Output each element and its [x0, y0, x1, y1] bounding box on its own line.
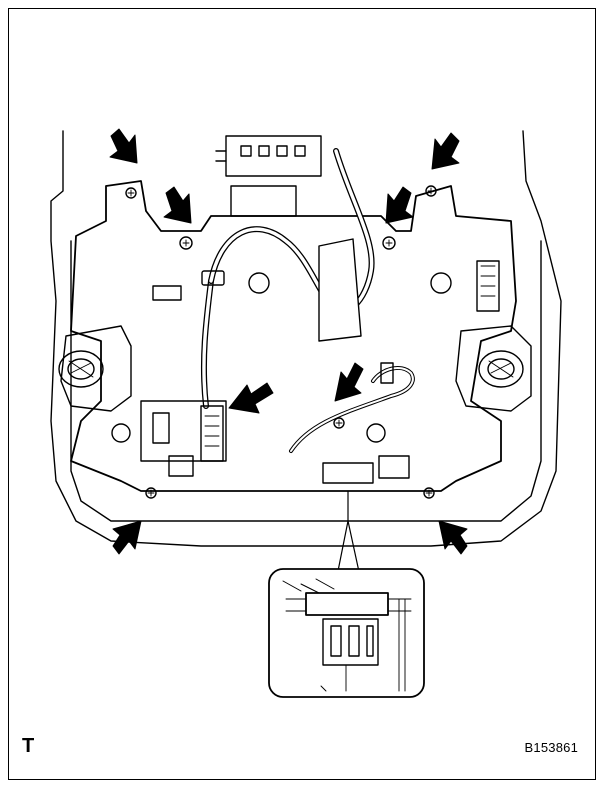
screw-hole-inner-right — [382, 236, 396, 250]
plate-hole — [366, 423, 386, 443]
bracket-plate — [70, 180, 517, 492]
screw-hole-bottom-right — [423, 487, 435, 499]
arrow-wire-clip — [334, 362, 364, 402]
top-connector — [215, 135, 322, 217]
left-connector — [140, 400, 227, 477]
housing-inner-edge — [70, 240, 542, 522]
detail-leader — [335, 490, 362, 582]
arrow-top-left — [109, 128, 138, 164]
wire-clamp — [201, 270, 225, 286]
screw-hole-top-right — [425, 185, 437, 197]
plate-hole — [111, 423, 131, 443]
housing-outline — [50, 130, 562, 547]
plate-hole — [248, 272, 270, 294]
wire-harness-main-inner — [202, 279, 213, 408]
callout-arrows — [109, 128, 468, 555]
side-vent — [476, 260, 500, 312]
arrow-bottom-right — [438, 520, 468, 555]
wire-tape — [318, 238, 362, 342]
left-lamp-socket — [58, 325, 132, 412]
figure-code: B153861 — [524, 740, 578, 755]
arrow-inner-right — [385, 186, 414, 224]
screw-hole-top-left — [125, 187, 137, 199]
plate-hole — [430, 272, 452, 294]
right-wire-loop — [289, 362, 415, 484]
screw-hole-bottom-left — [145, 487, 157, 499]
plate-tab — [152, 285, 182, 301]
right-lamp-socket — [455, 325, 532, 412]
illustration-frame — [8, 8, 596, 780]
arrow-top-right — [431, 132, 460, 170]
right-connector — [378, 455, 410, 479]
detail-inset — [268, 568, 425, 698]
arrow-bottom-left — [112, 520, 142, 555]
screw-hole-wire-clip — [333, 417, 345, 429]
overhead-console-diagram — [50, 128, 562, 698]
screw-hole-inner-left — [179, 236, 193, 250]
corner-mark: T — [22, 735, 35, 757]
arrow-inner-left — [163, 186, 192, 224]
arrow-left-connector — [228, 382, 274, 414]
